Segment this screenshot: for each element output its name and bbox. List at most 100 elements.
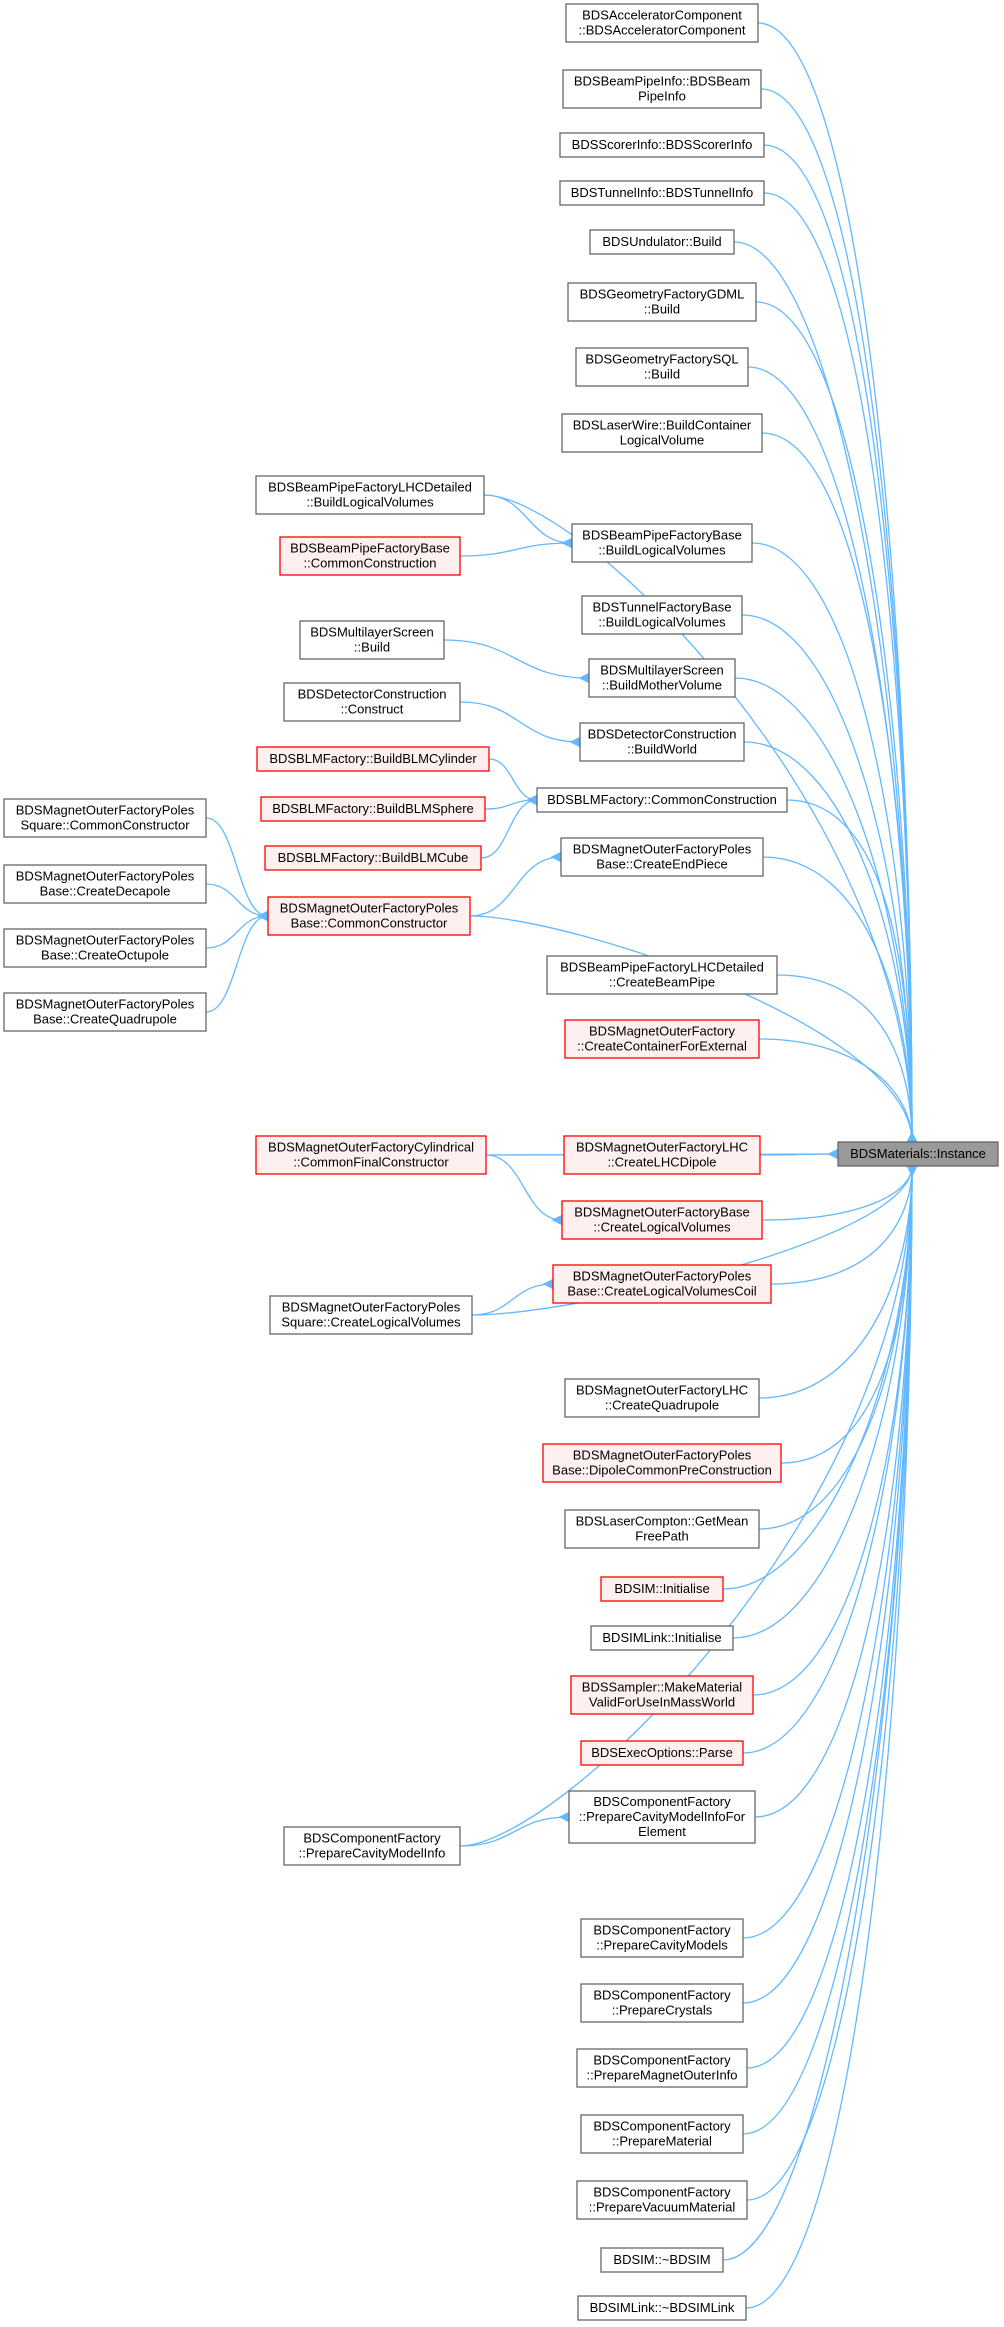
call-edge	[488, 758, 539, 806]
graph-node[interactable]: BDSMagnetOuterFactoryCylindrical::Common…	[255, 1135, 487, 1175]
node-label: BDSBLMFactory::CommonConstruction	[547, 792, 777, 807]
node-box	[565, 3, 759, 43]
call-edge	[755, 301, 918, 1144]
graph-node[interactable]: BDSBLMFactory::BuildBLMCylinder	[256, 746, 490, 772]
node-box	[299, 620, 445, 660]
call-edge	[742, 1164, 918, 2004]
graph-node[interactable]: BDSTunnelInfo::BDSTunnelInfo	[559, 180, 765, 206]
graph-node[interactable]: BDSMagnetOuterFactoryBase::CreateLogical…	[561, 1200, 763, 1240]
node-label: BDSExecOptions::Parse	[591, 1745, 733, 1760]
graph-node[interactable]: BDSMagnetOuterFactoryPolesBase::CreateDe…	[3, 864, 207, 904]
node-label: BDSMagnetOuterFactoryPoles	[16, 997, 195, 1012]
call-edge	[742, 1164, 918, 1939]
node-label: BDSMagnetOuterFactoryCylindrical	[268, 1140, 474, 1155]
node-label: ::BuildLogicalVolumes	[598, 543, 726, 558]
node-label: BDSMultilayerScreen	[600, 663, 724, 678]
node-box	[3, 864, 207, 904]
graph-node[interactable]: BDSComponentFactory::PrepareMagnetOuterI…	[576, 2048, 748, 2088]
graph-node[interactable]: BDSScorerInfo::BDSScorerInfo	[559, 132, 765, 158]
node-label: FreePath	[635, 1529, 688, 1544]
call-edge	[776, 974, 918, 1144]
node-box	[3, 992, 207, 1032]
graph-node[interactable]: BDSBLMFactory::BuildBLMSphere	[260, 796, 486, 822]
graph-node[interactable]: BDSBeamPipeFactoryLHCDetailed::BuildLogi…	[255, 475, 485, 515]
graph-node[interactable]: BDSMagnetOuterFactoryPolesSquare::Create…	[269, 1295, 473, 1335]
graph-node[interactable]: BDSBLMFactory::CommonConstruction	[536, 787, 788, 813]
call-edge	[469, 851, 563, 917]
graph-node[interactable]: BDSMagnetOuterFactoryPolesBase::CreateQu…	[3, 992, 207, 1032]
graph-node[interactable]: BDSMagnetOuterFactoryPolesBase::CreateEn…	[560, 837, 764, 877]
graph-node[interactable]: BDSBeamPipeInfo::BDSBeamPipeInfo	[562, 69, 762, 109]
call-edge	[745, 1164, 918, 2309]
node-label: ::PrepareCavityModelInfoFor	[579, 1809, 746, 1824]
graph-node[interactable]: BDSUndulator::Build	[589, 229, 735, 255]
node-label: BDSBeamPipeFactoryLHCDetailed	[268, 480, 472, 495]
graph-node[interactable]: BDSGeometryFactorySQL::Build	[575, 347, 749, 387]
graph-node[interactable]: BDSMagnetOuterFactoryPolesSquare::Common…	[3, 798, 207, 838]
node-label: ::BuildLogicalVolumes	[598, 615, 726, 630]
call-edge	[746, 1164, 918, 2201]
node-box	[542, 1443, 782, 1483]
graph-node[interactable]: BDSIM::Initialise	[600, 1576, 724, 1602]
graph-node[interactable]: BDSAcceleratorComponent::BDSAcceleratorC…	[565, 3, 759, 43]
graph-node[interactable]: BDSExecOptions::Parse	[580, 1740, 744, 1766]
graph-node[interactable]: BDSBeamPipeFactoryLHCDetailed::CreateBea…	[546, 955, 778, 995]
node-box	[560, 837, 764, 877]
graph-node[interactable]: BDSComponentFactory::PrepareCavityModels	[580, 1918, 744, 1958]
graph-node[interactable]: BDSMagnetOuterFactoryPolesBase::CreateLo…	[552, 1264, 772, 1304]
node-label: Base::CreateOctupole	[41, 948, 169, 963]
graph-node[interactable]: BDSBeamPipeFactoryBase::BuildLogicalVolu…	[571, 523, 753, 563]
graph-node[interactable]: BDSBLMFactory::BuildBLMCube	[264, 845, 482, 871]
call-edge	[754, 1164, 918, 1818]
node-box	[564, 1509, 760, 1549]
call-edge	[205, 883, 270, 922]
node-label: BDSMagnetOuterFactoryPoles	[16, 869, 195, 884]
node-box	[283, 682, 461, 722]
graph-node[interactable]: BDSMagnetOuterFactoryLHC::CreateQuadrupo…	[564, 1378, 760, 1418]
call-edge	[780, 1164, 918, 1464]
graph-node[interactable]: BDSComponentFactory::PrepareCavityModelI…	[283, 1826, 461, 1866]
graph-node[interactable]: BDSLaserWire::BuildContainerLogicalVolum…	[561, 413, 763, 453]
call-edge	[732, 1164, 918, 1639]
graph-node[interactable]: BDSIM::~BDSIM	[600, 2247, 724, 2273]
node-label: BDSGeometryFactoryGDML	[580, 287, 745, 302]
call-edge	[759, 1148, 840, 1160]
node-label: ::PrepareCrystals	[612, 2003, 713, 2018]
graph-node[interactable]: BDSTunnelFactoryBase::BuildLogicalVolume…	[581, 595, 743, 635]
graph-node[interactable]: BDSDetectorConstruction::BuildWorld	[579, 722, 745, 762]
target-node[interactable]: BDSMaterials::Instance	[837, 1141, 999, 1167]
graph-node[interactable]: BDSBeamPipeFactoryBase::CommonConstructi…	[279, 536, 461, 576]
graph-node[interactable]: BDSComponentFactory::PrepareCavityModelI…	[568, 1790, 756, 1844]
node-box	[577, 2295, 747, 2321]
graph-node[interactable]: BDSComponentFactory::PrepareMaterial	[580, 2114, 744, 2154]
node-label: Base::CreateEndPiece	[596, 857, 728, 872]
call-edge	[483, 494, 574, 549]
graph-node[interactable]: BDSMagnetOuterFactoryPolesBase::CreateOc…	[3, 928, 207, 968]
graph-node[interactable]: BDSMultilayerScreen::BuildMotherVolume	[588, 658, 736, 698]
node-label: ::Construct	[341, 702, 404, 717]
graph-node[interactable]: BDSDetectorConstruction::Construct	[283, 682, 461, 722]
call-edge	[485, 1154, 564, 1226]
graph-node[interactable]: BDSComponentFactory::PrepareCrystals	[580, 1983, 744, 2023]
node-box	[256, 746, 490, 772]
call-edge	[762, 856, 918, 1144]
graph-node[interactable]: BDSMagnetOuterFactoryPolesBase::DipoleCo…	[542, 1443, 782, 1483]
node-label: BDSLaserWire::BuildContainer	[573, 418, 752, 433]
graph-node[interactable]: BDSMultilayerScreen::Build	[299, 620, 445, 660]
node-label: BDSMultilayerScreen	[310, 625, 434, 640]
graph-node[interactable]: BDSComponentFactory::PrepareVacuumMateri…	[576, 2180, 748, 2220]
graph-node[interactable]: BDSMagnetOuterFactory::CreateContainerFo…	[564, 1019, 760, 1059]
graph-node[interactable]: BDSMagnetOuterFactoryPolesBase::CommonCo…	[267, 896, 471, 936]
graph-node[interactable]: BDSGeometryFactoryGDML::Build	[567, 282, 757, 322]
node-label: BDSScorerInfo::BDSScorerInfo	[572, 137, 753, 152]
node-label: BDSBLMFactory::BuildBLMSphere	[272, 801, 474, 816]
graph-node[interactable]: BDSSampler::MakeMaterialValidForUseInMas…	[570, 1675, 754, 1715]
graph-node[interactable]: BDSIMLink::Initialise	[590, 1625, 734, 1651]
graph-node[interactable]: BDSIMLink::~BDSIMLink	[577, 2295, 747, 2321]
node-box	[600, 2247, 724, 2273]
node-label: BDSBLMFactory::BuildBLMCylinder	[269, 751, 477, 766]
node-label: BDSMagnetOuterFactory	[589, 1024, 735, 1039]
call-edge	[205, 910, 270, 949]
graph-node[interactable]: BDSMagnetOuterFactoryLHC::CreateLHCDipol…	[563, 1135, 761, 1175]
